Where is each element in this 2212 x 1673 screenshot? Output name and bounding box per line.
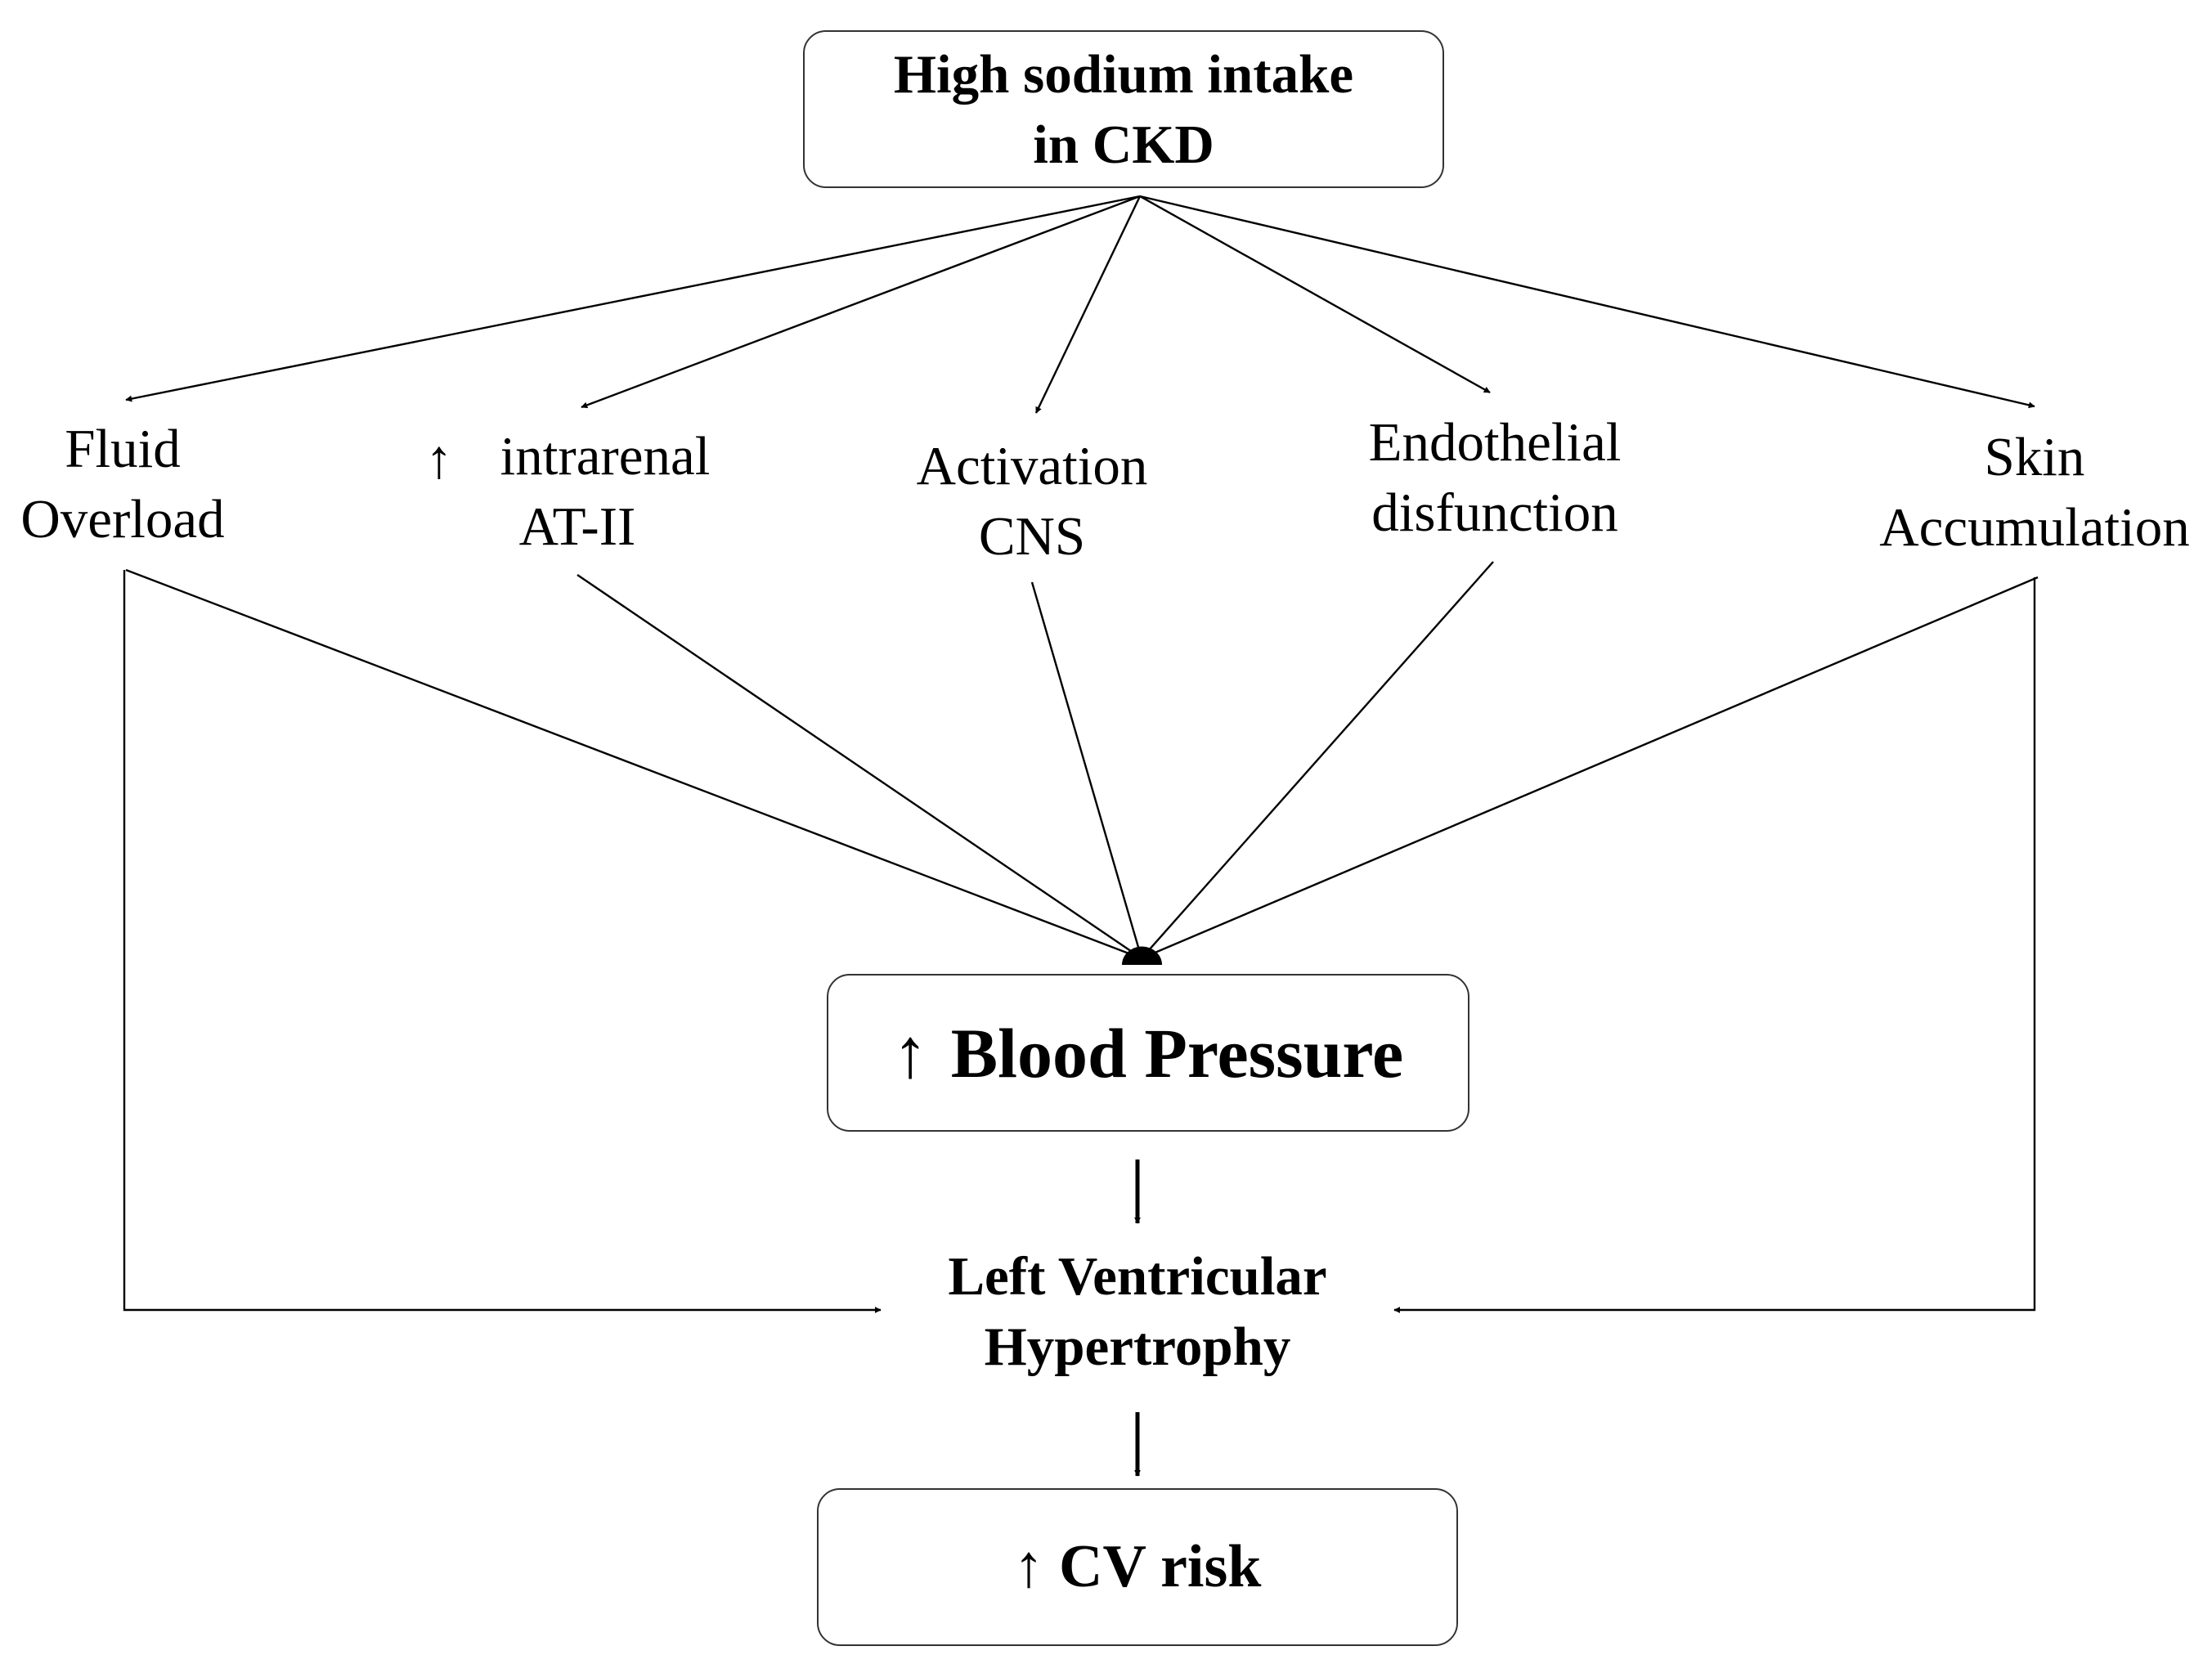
endothelial-line2: disfunction [1371, 482, 1618, 543]
up-arrow-icon: ↑ [892, 1013, 928, 1092]
intrarenal-at2-line2: AT-II [518, 496, 636, 557]
lvh-line2: Hypertrophy [984, 1316, 1291, 1377]
blood-pressure-label: Blood Pressure [950, 1013, 1404, 1092]
activation-cns-node: Activation CNS [868, 431, 1196, 572]
lvh-line1: Left Ventricular [948, 1246, 1327, 1307]
intrarenal-at2-line2-wrap: AT-II [455, 491, 700, 562]
intrarenal-at2-node: intrarenal [482, 421, 728, 491]
up-arrow-icon: ↑ [425, 429, 453, 490]
high-sodium-node: High sodium intake in CKD [803, 30, 1444, 188]
fluid-overload-line2: Overload [20, 489, 225, 549]
arrow-to-activation-cns [1034, 195, 1142, 414]
cv-risk-node: ↑ CV risk [817, 1488, 1458, 1646]
arrow-to-fluid-overload [125, 195, 1141, 402]
arrow-to-intrarenal-at2 [581, 195, 1141, 409]
high-sodium-line2: in CKD [1033, 114, 1214, 175]
cv-risk-label: ↑ CV risk [1013, 1533, 1262, 1600]
arrow-to-endothelial-disfunction [1139, 195, 1491, 394]
edge-cns-to-bp [1030, 581, 1143, 959]
fluid-overload-line1: Fluid [65, 419, 181, 479]
activation-cns-line2: CNS [978, 506, 1086, 567]
activation-cns-line1: Activation [916, 436, 1148, 496]
edge-fluid-to-bp [125, 568, 1142, 960]
high-sodium-line1: High sodium intake [893, 43, 1354, 105]
skin-accumulation-node: Skin Accumulation [1855, 422, 2212, 563]
fluid-overload-node: Fluid Overload [0, 414, 245, 554]
endothelial-disfunction-node: Endothelial disfunction [1327, 407, 1662, 548]
edge-at2-to-bp [577, 574, 1142, 959]
convergence-cap [1122, 946, 1162, 965]
edge-skin-to-bp [1141, 576, 2039, 960]
intrarenal-at2-line1: intrarenal [500, 426, 711, 487]
bypass-fluid-to-lvh [123, 570, 882, 1313]
skin-accumulation-line1: Skin [1984, 427, 2085, 487]
blood-pressure-node: ↑ Blood Pressure [827, 974, 1469, 1132]
arrow-to-skin-accumulation [1139, 195, 2035, 409]
skin-accumulation-line2: Accumulation [1879, 497, 2190, 558]
edge-endothelial-to-bp [1141, 561, 1494, 959]
lvh-node: Left Ventricular Hypertrophy [851, 1241, 1424, 1382]
bypass-skin-to-lvh [1393, 577, 2036, 1313]
endothelial-line1: Endothelial [1368, 412, 1622, 473]
